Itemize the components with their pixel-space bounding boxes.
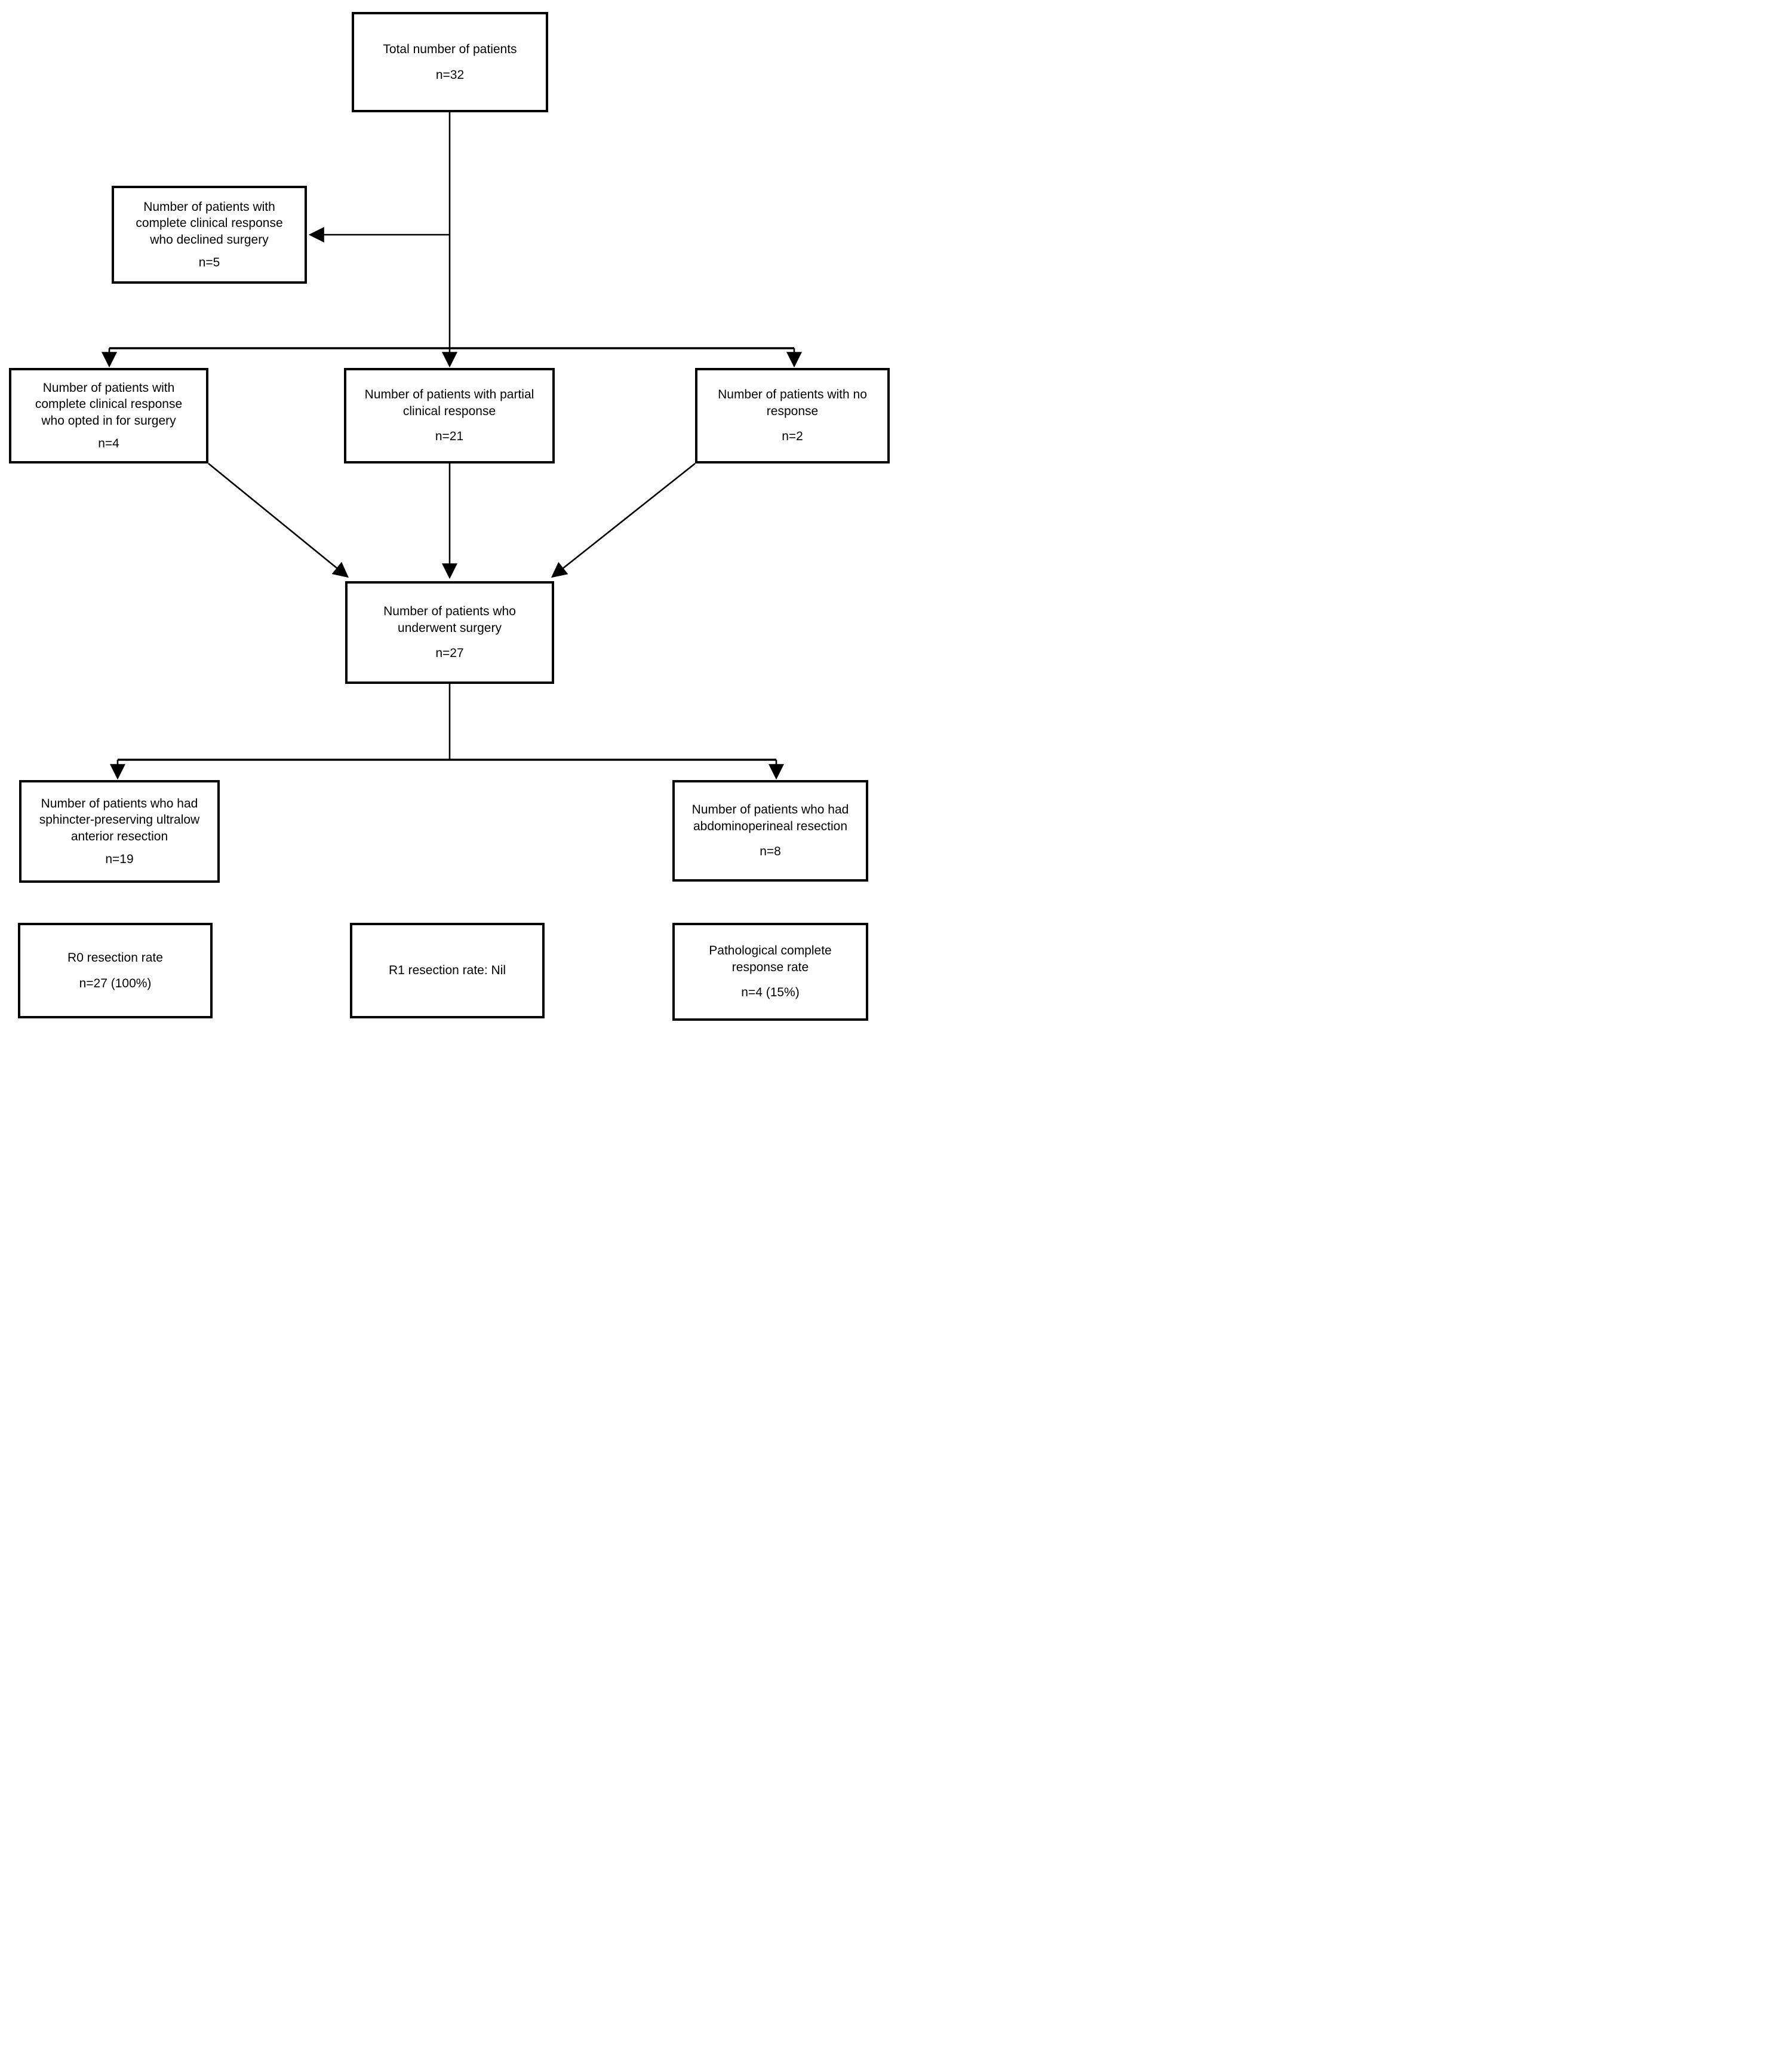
flowchart-connectors bbox=[102, 112, 802, 780]
node-r1-resection-rate-label: R1 resection rate: Nil bbox=[388, 963, 506, 978]
node-ccr-opted-surgery-label: Number of patients with complete clinica… bbox=[35, 380, 183, 428]
node-underwent-surgery: Number of patients who underwent surgery… bbox=[345, 581, 554, 684]
edge-noresponse-underwent bbox=[551, 462, 696, 578]
node-pathological-complete-response-label: Pathological complete response rate bbox=[709, 943, 832, 974]
node-no-response: Number of patients with no response n=2 bbox=[695, 368, 890, 463]
node-ultralow-anterior-resection: Number of patients who had sphincter-pre… bbox=[19, 780, 220, 883]
node-declined-surgery-label: Number of patients with complete clinica… bbox=[136, 199, 283, 247]
node-no-response-label: Number of patients with no response bbox=[718, 387, 867, 418]
node-r0-resection-rate-count: n=27 (100%) bbox=[79, 976, 152, 990]
node-partial-response-label: Number of patients with partial clinical… bbox=[364, 387, 534, 418]
node-r0-resection-rate-label: R0 resection rate bbox=[67, 950, 163, 965]
node-underwent-surgery-label: Number of patients who underwent surgery bbox=[383, 604, 516, 635]
node-pathological-complete-response-count: n=4 (15%) bbox=[741, 986, 800, 1000]
node-total-patients-label: Total number of patients bbox=[383, 42, 517, 56]
node-abdominoperineal-resection-label: Number of patients who had abdominoperin… bbox=[691, 803, 849, 834]
node-ultralow-anterior-resection-label: Number of patients who had sphincter-pre… bbox=[39, 796, 200, 843]
node-abdominoperineal-resection-count: n=8 bbox=[760, 844, 781, 858]
node-declined-surgery-count: n=5 bbox=[198, 255, 220, 269]
node-total-patients: Total number of patients n=32 bbox=[352, 12, 548, 112]
node-pathological-complete-response: Pathological complete response rate n=4 … bbox=[672, 923, 868, 1021]
node-partial-response-count: n=21 bbox=[435, 429, 464, 444]
node-ccr-opted-surgery: Number of patients with complete clinica… bbox=[9, 368, 208, 463]
node-r1-resection-rate: R1 resection rate: Nil bbox=[350, 923, 545, 1018]
node-no-response-count: n=2 bbox=[782, 429, 803, 444]
node-underwent-surgery-count: n=27 bbox=[435, 646, 464, 661]
node-declined-surgery: Number of patients with complete clinica… bbox=[112, 186, 307, 284]
node-abdominoperineal-resection: Number of patients who had abdominoperin… bbox=[672, 780, 868, 882]
flowchart-canvas: Total number of patients n=32 Number of … bbox=[0, 0, 896, 1034]
node-ultralow-anterior-resection-count: n=19 bbox=[105, 852, 134, 866]
node-ccr-opted-surgery-count: n=4 bbox=[98, 436, 119, 450]
node-r0-resection-rate: R0 resection rate n=27 (100%) bbox=[18, 923, 213, 1018]
node-partial-response: Number of patients with partial clinical… bbox=[344, 368, 555, 463]
edge-ccr-underwent bbox=[208, 462, 349, 578]
node-total-patients-count: n=32 bbox=[435, 67, 465, 82]
